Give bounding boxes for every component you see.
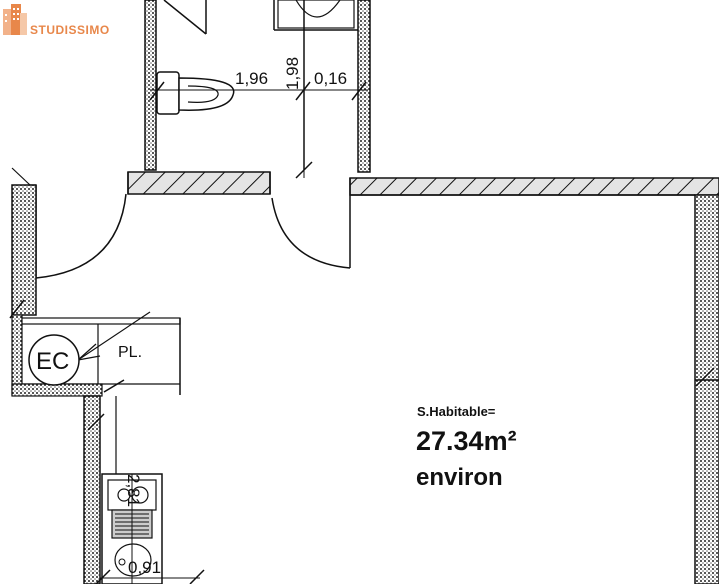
main-room-walls <box>127 172 719 584</box>
wc-bottom-wall <box>127 171 271 195</box>
closet-label: PL. <box>118 344 142 361</box>
electric-meter-symbol <box>28 334 80 386</box>
dimension-kitchen-depth: 2,81 <box>124 474 143 507</box>
toilet <box>156 71 235 115</box>
kitchen-dimension-lines <box>95 474 205 584</box>
electric-meter-label: EC <box>36 348 69 375</box>
surface-qualifier: environ <box>416 464 503 491</box>
surface-value: 27.34m² <box>416 426 517 456</box>
dimension-wc-depth: 1,98 <box>283 57 302 90</box>
building-icon <box>3 4 27 35</box>
dimension-wall-gap: 0,16 <box>314 69 347 88</box>
kitchen-walls <box>83 379 125 584</box>
surface-caption: S.Habitable= <box>417 404 496 419</box>
dimension-wc-width: 1,96 <box>235 69 268 88</box>
right-wall-marker <box>695 367 719 387</box>
dimension-kitchen-width: 0,91 <box>128 558 161 577</box>
washbasin <box>277 0 355 29</box>
studissimo-logo: STUDISSIMO <box>3 4 110 37</box>
closet-block <box>11 311 181 397</box>
brand-name: STUDISSIMO <box>30 23 110 37</box>
entrance-left-wall <box>9 167 37 319</box>
wc-door <box>271 197 351 269</box>
wc-dimension-lines <box>149 30 368 179</box>
entrance-door <box>35 185 127 279</box>
